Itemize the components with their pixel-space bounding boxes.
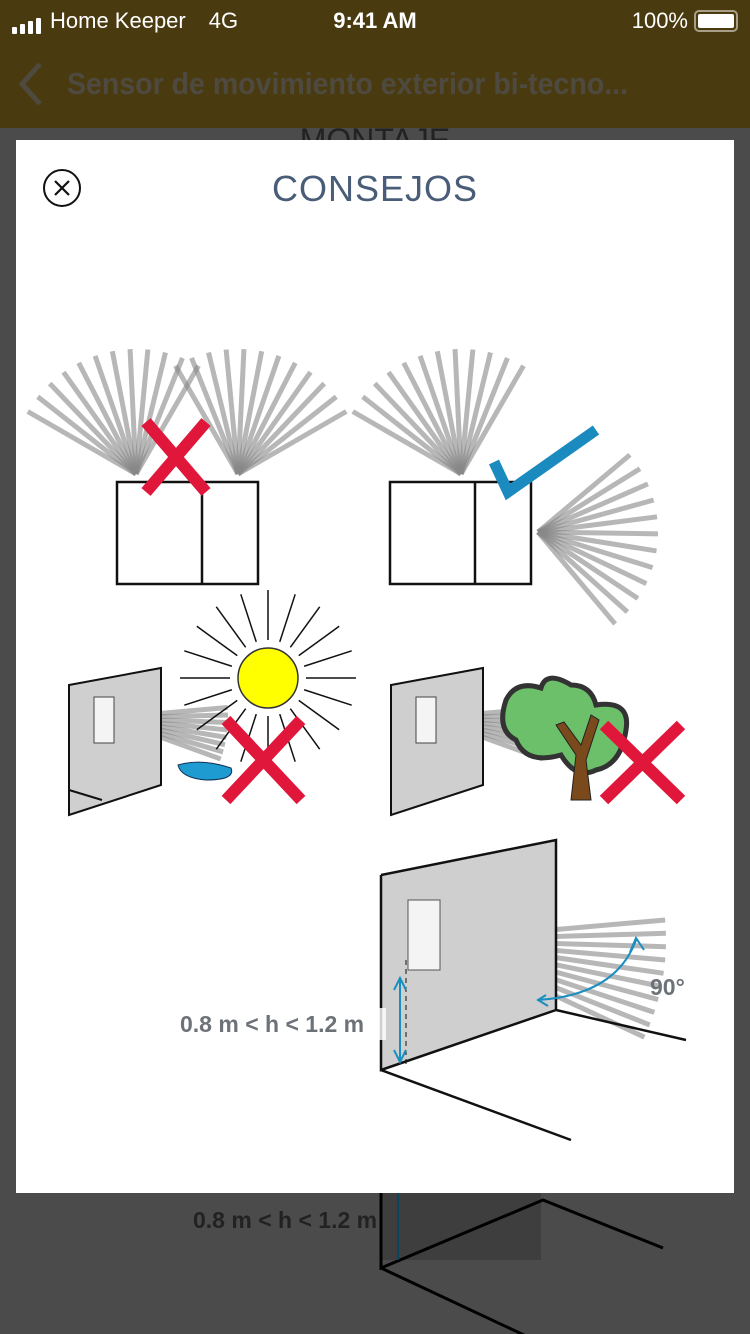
sun-ray — [289, 708, 321, 750]
detection-beam — [458, 364, 526, 476]
detection-beam — [173, 364, 241, 476]
detection-beam — [235, 370, 313, 476]
detection-beam — [133, 351, 168, 475]
detection-beam — [235, 350, 265, 475]
detection-beam — [536, 481, 649, 535]
battery-icon — [694, 10, 738, 32]
detection-beam — [536, 466, 642, 535]
angle-label: 90° — [650, 974, 685, 1000]
clock: 9:41 AM — [333, 8, 417, 33]
sun-ray — [298, 699, 340, 731]
tips-illustration: 0.8 m < h < 1.2 m 90° — [26, 349, 687, 1142]
detection-beam — [133, 349, 151, 475]
sun-icon — [237, 647, 299, 709]
sun-ray — [289, 606, 321, 648]
detection-beam — [127, 349, 139, 475]
modal-title: CONSEJOS — [271, 168, 479, 209]
sun-ray — [184, 650, 233, 667]
detection-beam — [536, 529, 640, 601]
detection-beam — [133, 357, 185, 475]
detection-beam — [452, 349, 464, 475]
detection-beam — [537, 529, 657, 554]
detection-beam — [236, 394, 338, 476]
detection-beam — [236, 381, 327, 476]
detection-beam — [536, 452, 632, 534]
background-height-label: 0.8 m < h < 1.2 m — [193, 1207, 377, 1233]
sun-ray — [303, 650, 352, 667]
detection-beam — [235, 361, 298, 476]
status-bar: Home Keeper 4G 9:41 AM 100% — [0, 0, 750, 40]
sun-ray — [184, 689, 233, 706]
detection-beam — [235, 349, 247, 475]
detection-beam — [458, 357, 510, 475]
detection-beam — [189, 357, 241, 475]
tip-mounting-height: 0.8 m < h < 1.2 m 90° — [176, 838, 687, 1142]
detection-beam — [536, 529, 648, 586]
detection-beam — [206, 351, 241, 475]
tip-bad-overlap — [115, 418, 260, 586]
detection-beam — [458, 351, 493, 475]
cross-icon — [599, 720, 686, 805]
close-button[interactable] — [43, 169, 81, 207]
detection-beam — [536, 530, 630, 614]
detection-beam — [536, 530, 618, 626]
background-illustration: 0.8 m < h < 1.2 m — [193, 1190, 664, 1334]
detection-beam — [386, 370, 464, 476]
sun-ray — [196, 625, 238, 657]
height-label: 0.8 m < h < 1.2 m — [180, 1011, 364, 1037]
sun-ray — [240, 594, 257, 643]
tips-modal: CONSEJOS — [16, 140, 734, 1193]
signal-icon — [12, 27, 17, 34]
navigation-bar: Sensor de movimiento exterior bi-tecno..… — [0, 40, 750, 128]
detection-beam — [417, 355, 464, 475]
carrier-label: Home Keeper — [50, 8, 186, 33]
sun-ray — [196, 699, 238, 731]
detection-beam — [351, 409, 463, 477]
detection-beam — [537, 514, 658, 535]
nav-title: Sensor de movimiento exterior bi-tecno..… — [67, 66, 629, 101]
detection-beam — [76, 361, 139, 476]
check-icon — [489, 425, 600, 501]
detection-beam — [92, 355, 139, 475]
height-arrow-icon — [393, 975, 407, 1065]
detection-beam — [26, 409, 138, 477]
detection-beam — [109, 350, 139, 475]
background-section-title: MONTAJE — [299, 122, 451, 140]
detection-beam — [236, 409, 348, 477]
tip-good-placement — [388, 425, 600, 586]
detection-beam — [61, 370, 139, 476]
detection-beam — [223, 349, 241, 475]
detection-beam — [361, 394, 463, 476]
angle-arrow-icon — [536, 935, 645, 1007]
back-chevron-icon[interactable] — [14, 62, 54, 106]
detection-beam — [537, 529, 654, 571]
close-icon — [54, 180, 70, 196]
network-label: 4G — [208, 8, 239, 33]
detection-beam — [537, 529, 659, 537]
tip-avoid-vegetation — [390, 666, 686, 817]
sun-ray — [298, 625, 340, 657]
cross-icon — [141, 418, 211, 496]
detection-beam — [235, 355, 282, 475]
battery-percent: 100% — [631, 8, 688, 33]
detection-beam — [434, 350, 464, 475]
detection-beam — [47, 381, 138, 476]
detection-beam — [401, 361, 464, 476]
detection-beam — [537, 497, 655, 535]
sun-ray — [215, 606, 247, 648]
detection-beam — [36, 394, 138, 476]
sun-ray — [279, 594, 296, 643]
cross-icon — [221, 715, 306, 805]
detection-beam — [372, 381, 463, 476]
sun-ray — [303, 689, 352, 706]
tip-avoid-sun — [68, 590, 356, 817]
detection-beam — [458, 349, 476, 475]
